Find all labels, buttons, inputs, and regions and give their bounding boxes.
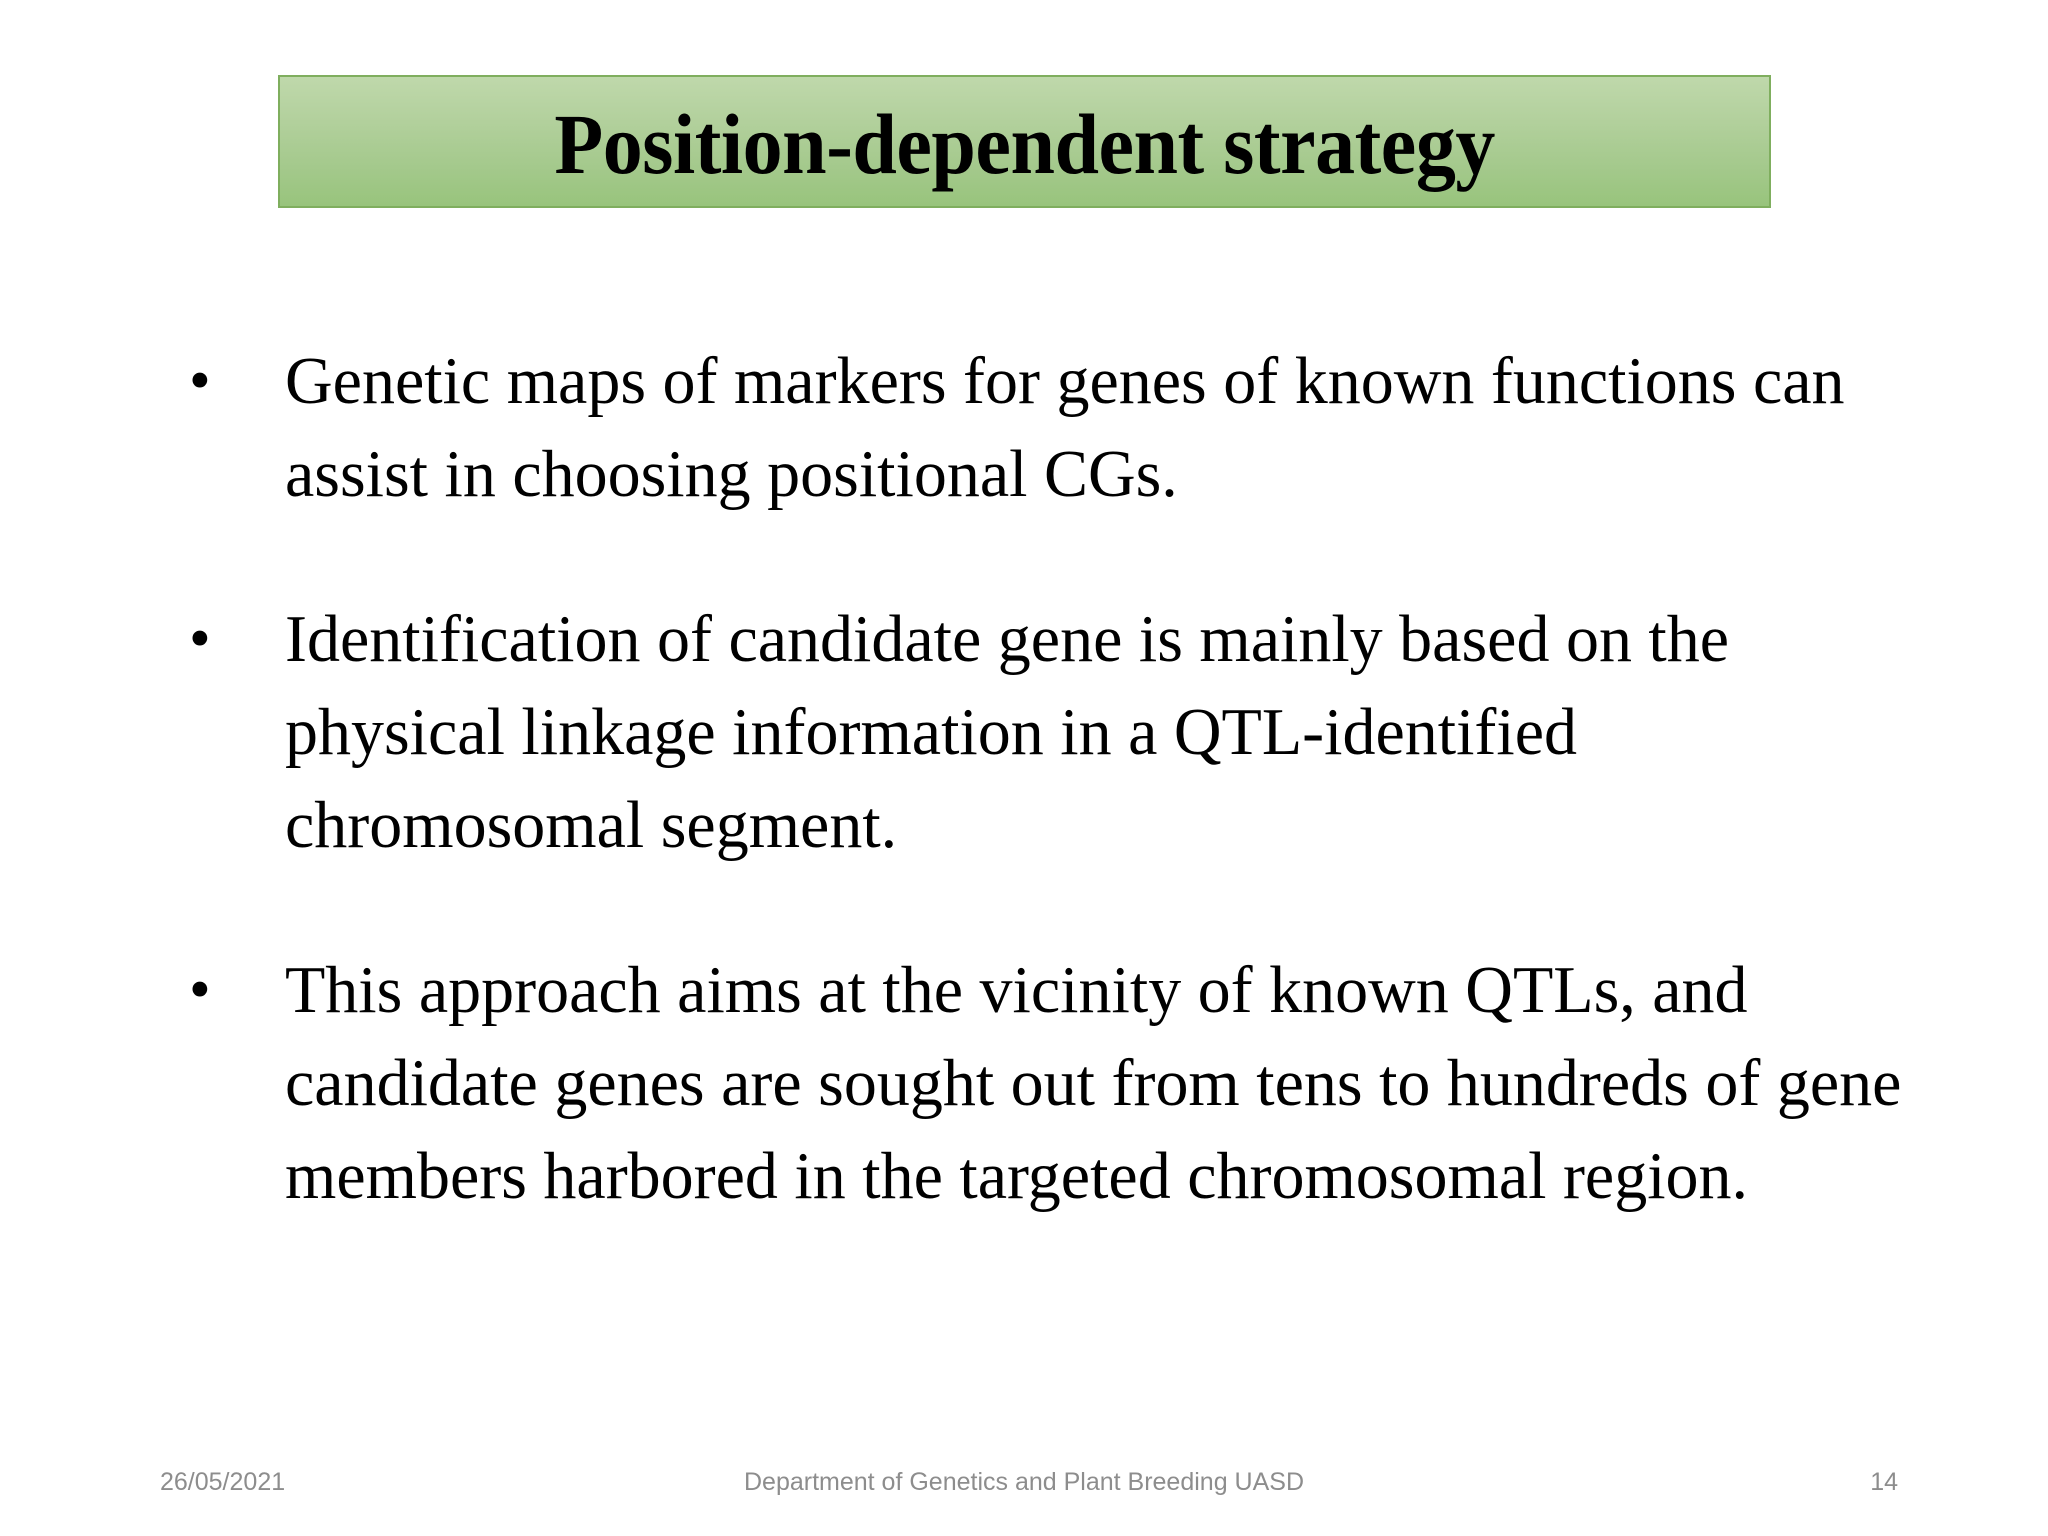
list-item: • Genetic maps of markers for genes of k… xyxy=(175,335,1965,521)
title-banner: Position-dependent strategy xyxy=(278,75,1771,208)
list-item: • This approach aims at the vicinity of … xyxy=(175,944,1965,1223)
page-title: Position-dependent strategy xyxy=(554,95,1495,192)
list-item: • Identification of candidate gene is ma… xyxy=(175,593,1965,872)
list-item-text: Genetic maps of markers for genes of kno… xyxy=(285,344,1845,511)
slide-number: 14 xyxy=(1870,1468,1898,1496)
list-item-text: This approach aims at the vicinity of kn… xyxy=(285,953,1902,1213)
bullet-point-icon: • xyxy=(189,956,211,1024)
footer-date: 26/05/2021 xyxy=(160,1468,286,1496)
bullet-point-icon: • xyxy=(189,605,211,673)
bullet-point-icon: • xyxy=(189,347,211,415)
bullet-list: • Genetic maps of markers for genes of k… xyxy=(175,335,1965,1223)
list-item-text: Identification of candidate gene is main… xyxy=(285,602,1730,862)
slide-footer: 26/05/2021 Department of Genetics and Pl… xyxy=(0,1468,2048,1508)
footer-department-label: Department of Genetics and Plant Breedin… xyxy=(743,1468,1305,1496)
